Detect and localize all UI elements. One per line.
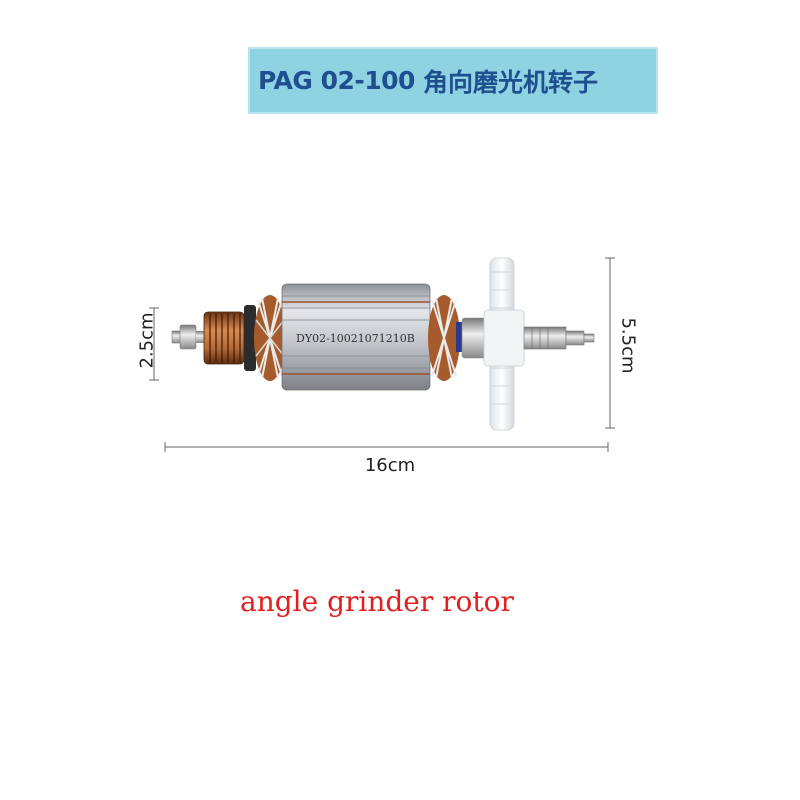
caption: angle grinder rotor <box>240 585 514 618</box>
fan-diameter-label: 5.5cm <box>617 317 639 374</box>
product-name: 角向磨光机转子 <box>422 67 598 97</box>
dimension-line-left <box>149 307 159 381</box>
dimension-line-bottom <box>164 442 609 452</box>
model-number: PAG 02-100 <box>258 66 415 95</box>
left-winding <box>254 295 286 381</box>
title-banner: PAG 02-100 角向磨光机转子 <box>248 47 658 114</box>
length-label: 16cm <box>364 455 416 476</box>
right-winding <box>428 295 464 381</box>
dimension-line-right <box>605 257 615 429</box>
cooling-fan <box>483 257 525 431</box>
rear-shaft <box>171 324 206 350</box>
output-shaft <box>523 326 595 350</box>
core-diameter-label: 2.5cm <box>136 312 158 369</box>
armature-core: DY02-10021071210B <box>281 283 431 391</box>
commutator <box>203 305 256 371</box>
rotor-stamp: DY02-10021071210B <box>296 332 415 345</box>
